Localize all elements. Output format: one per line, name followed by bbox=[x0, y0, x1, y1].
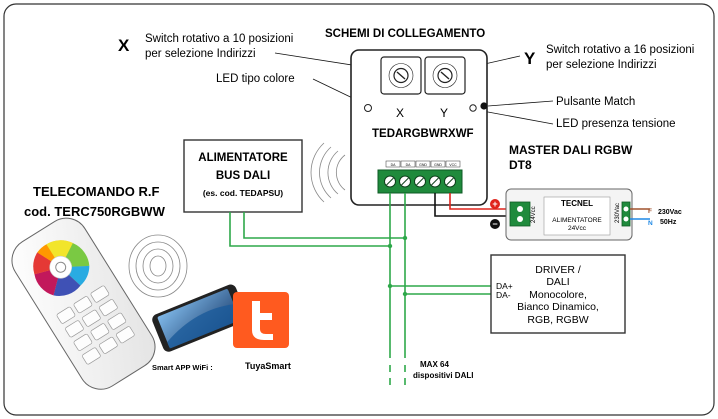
terminal-label: GND bbox=[434, 163, 442, 167]
psu-out-ac2: 50Hz bbox=[660, 219, 677, 226]
x-switch-line2: per selezione Indirizzi bbox=[145, 48, 256, 60]
match-button[interactable] bbox=[480, 102, 488, 110]
terminal-label: DA bbox=[406, 163, 412, 167]
led-tensione-label: LED presenza tensione bbox=[556, 118, 676, 130]
minus-badge bbox=[490, 219, 500, 229]
x-letter: X bbox=[118, 36, 130, 55]
driver-line3: Monocolore, bbox=[529, 289, 587, 301]
master-line2: DT8 bbox=[509, 158, 532, 172]
led-tensione-indicator bbox=[469, 104, 477, 112]
dali-bus-wires bbox=[229, 193, 491, 358]
y-letter: Y bbox=[524, 49, 536, 68]
master-line1: MASTER DALI RGBW bbox=[509, 143, 633, 157]
tuya-t-icon bbox=[252, 301, 273, 340]
label-n: N bbox=[648, 220, 653, 227]
wire-minus bbox=[434, 193, 506, 217]
psu-dali-line3: (es. cod. TEDAPSU) bbox=[203, 188, 283, 198]
device-model: TEDARGBWRXWF bbox=[372, 128, 474, 140]
driver-line4: Bianco Dinamico, bbox=[517, 301, 599, 313]
psu-dali-line1: ALIMENTATORE bbox=[198, 152, 288, 164]
led-tensione-leader bbox=[476, 109, 554, 125]
driver-da-plus: DA+ bbox=[496, 281, 513, 291]
dali-bus-continuation bbox=[389, 365, 406, 385]
y-switch-line2: per selezione Indirizzi bbox=[546, 59, 657, 71]
label-f: F bbox=[648, 208, 652, 215]
led-colore-label: LED tipo colore bbox=[216, 73, 295, 85]
psu-dali-line2: BUS DALI bbox=[216, 170, 270, 182]
psu-vdc-label: 24Vcc bbox=[531, 206, 537, 223]
driver-line5: RGB, RGBW bbox=[527, 314, 588, 326]
driver-line1: DRIVER / bbox=[535, 264, 581, 276]
psu-line1: ALIMENTATORE bbox=[552, 217, 602, 224]
device-label-y: Y bbox=[440, 106, 448, 120]
app-wifi-label: Smart APP WiFi : bbox=[152, 363, 213, 372]
y-switch-line1: Switch rotativo a 16 posizioni bbox=[546, 44, 694, 56]
terminal-screws bbox=[384, 175, 456, 188]
tuya-label: TuyaSmart bbox=[245, 361, 291, 371]
max-line1: MAX 64 bbox=[420, 360, 449, 369]
max-line2: dispositivi DALI bbox=[413, 371, 473, 380]
psu-vac-label: 230Vac bbox=[615, 203, 621, 223]
diagram-title: SCHEMI DI COLLEGAMENTO bbox=[325, 28, 485, 40]
remote-rf-waves bbox=[128, 234, 188, 298]
switch-y-slot bbox=[440, 71, 450, 80]
remote-line1: TELECOMANDO R.F bbox=[33, 184, 159, 199]
plus-sign: + bbox=[492, 199, 497, 209]
terminal-label: GND bbox=[419, 163, 427, 167]
driver-box bbox=[490, 254, 626, 334]
terminal-labels bbox=[385, 160, 461, 168]
smartphone bbox=[152, 284, 248, 352]
outer-frame bbox=[3, 3, 715, 416]
wire-junctions bbox=[387, 235, 408, 297]
pulsante-label: Pulsante Match bbox=[556, 96, 635, 108]
led-colore-indicator bbox=[364, 104, 372, 112]
psu-line2: 24Vcc bbox=[568, 225, 587, 232]
psu-out-ac1: 230Vac bbox=[658, 209, 682, 216]
psu-ac-terminal bbox=[621, 201, 631, 227]
device-label-x: X bbox=[396, 106, 404, 120]
wire-plus bbox=[449, 193, 506, 210]
switch-x-slot bbox=[396, 71, 406, 80]
psu-brand: TECNEL bbox=[561, 199, 593, 208]
psu-dali-box bbox=[183, 139, 303, 213]
controller-rf-waves bbox=[310, 142, 346, 203]
remote-line2: cod. TERC750RGBWW bbox=[24, 204, 166, 219]
minus-sign: − bbox=[492, 219, 497, 229]
pulsante-leader bbox=[487, 100, 554, 107]
x-switch-line1: Switch rotativo a 10 posizioni bbox=[145, 33, 293, 45]
plus-badge bbox=[490, 199, 500, 209]
driver-line2: DALI bbox=[546, 276, 569, 288]
terminal-label: DA bbox=[391, 163, 397, 167]
psu-dc-terminal bbox=[509, 201, 531, 227]
rf-remote bbox=[11, 217, 156, 390]
driver-da-minus: DA- bbox=[496, 290, 511, 300]
terminal-label: VCC bbox=[449, 163, 457, 167]
psu-label-panel bbox=[543, 196, 611, 236]
